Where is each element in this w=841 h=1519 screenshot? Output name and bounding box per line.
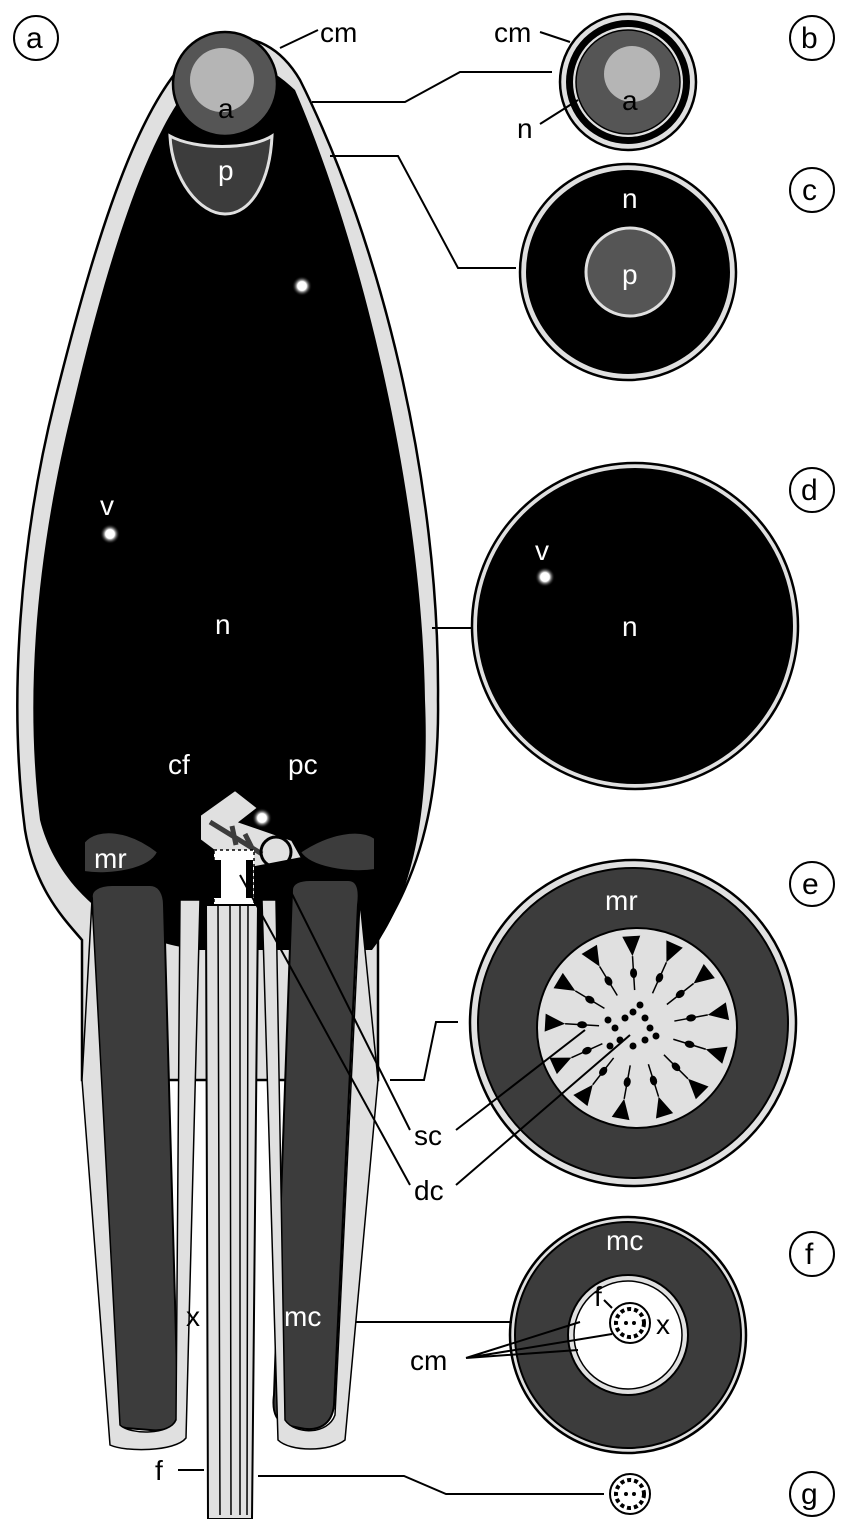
leader-cm-a <box>280 30 318 48</box>
label-cm-b: cm <box>494 17 531 48</box>
svg-text:f: f <box>805 1238 814 1271</box>
panel-a-longitudinal-section <box>17 30 438 1519</box>
panel-letter-e: e <box>790 862 834 906</box>
label-p-a: p <box>218 155 234 186</box>
label-mr-a: mr <box>94 843 127 874</box>
panel-f-cross-section <box>356 1217 746 1453</box>
panel-letter-f: f <box>790 1232 834 1276</box>
label-cm-f: cm <box>410 1345 447 1376</box>
label-a-b: a <box>622 85 638 116</box>
svg-text:e: e <box>802 868 819 901</box>
label-mc-f: mc <box>606 1225 643 1256</box>
panel-d-cross-section <box>432 463 798 789</box>
panel-letter-a: a <box>14 16 58 60</box>
label-cf: cf <box>168 749 190 780</box>
label-pc: pc <box>288 749 318 780</box>
label-a-a: a <box>218 93 234 124</box>
label-v-d: v <box>535 535 549 566</box>
label-mr-e: mr <box>605 885 638 916</box>
label-mc-a: mc <box>284 1301 321 1332</box>
svg-text:g: g <box>801 1478 818 1511</box>
label-p-c: p <box>622 259 638 290</box>
vacuole-1 <box>292 276 312 296</box>
label-n-b: n <box>517 113 533 144</box>
label-f-a: f <box>155 1455 163 1486</box>
svg-text:d: d <box>801 474 818 507</box>
label-n-a: n <box>215 609 231 640</box>
svg-text:c: c <box>802 174 817 207</box>
label-n-c: n <box>622 183 638 214</box>
label-dc: dc <box>414 1175 444 1206</box>
vacuole-2 <box>100 524 120 544</box>
label-x-f: x <box>656 1309 670 1340</box>
svg-text:a: a <box>26 22 43 55</box>
distal-centriole-left <box>214 860 221 898</box>
flagellum <box>206 905 258 1519</box>
label-f-f: f <box>594 1281 602 1312</box>
label-x-a: x <box>186 1301 200 1332</box>
panel-letter-g: g <box>790 1472 834 1516</box>
label-sc: sc <box>414 1120 442 1151</box>
panel-g-cross-section <box>258 1474 650 1514</box>
panel-letter-d: d <box>790 468 834 512</box>
label-cm-a: cm <box>320 17 357 48</box>
label-v-a: v <box>100 490 114 521</box>
panel-letter-b: b <box>790 16 834 60</box>
label-n-d: n <box>622 611 638 642</box>
panel-e-cross-section <box>390 860 796 1186</box>
svg-text:b: b <box>801 22 818 55</box>
panel-letter-c: c <box>790 168 834 212</box>
